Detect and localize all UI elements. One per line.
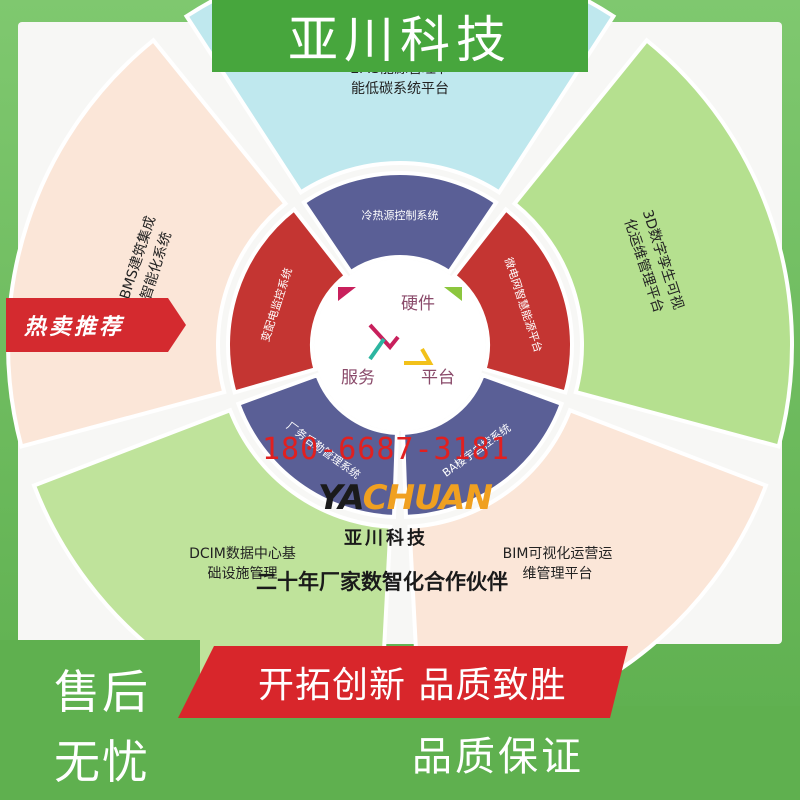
- logo-part-1: YA: [318, 478, 364, 518]
- center-label-top: 硬件: [401, 294, 435, 314]
- hot-sale-badge: 热卖推荐: [6, 298, 186, 352]
- after-sales-line-2: 无忧: [54, 735, 150, 789]
- center-label-right: 平台: [421, 368, 455, 388]
- center-circle: [314, 259, 486, 431]
- corner-mark-tl: [338, 287, 356, 301]
- after-sales-line-1: 售后: [54, 665, 150, 719]
- title-banner: 亚川科技: [212, 0, 588, 72]
- outer-label-3-line-0: DCIM数据中心基: [189, 545, 296, 562]
- quality-bar: 品质保证: [196, 706, 800, 800]
- inner-segment-3: [235, 372, 399, 519]
- inner-label-0: 冷热源控制系统: [362, 208, 439, 222]
- slogan-ribbon: 开拓创新 品质致胜: [178, 646, 628, 718]
- inner-segment-0: [301, 171, 499, 275]
- outer-label-0-line-1: 能低碳系统平台: [351, 81, 449, 97]
- tagline: 二十年厂家数智化合作伙伴: [256, 570, 508, 594]
- cycle-arrow-1: [368, 323, 400, 351]
- logo-part-2: CHUAN: [362, 478, 493, 518]
- after-sales-panel: [0, 640, 200, 800]
- corner-mark-tr: [444, 287, 462, 301]
- brand-logo: YACHUAN: [318, 478, 493, 518]
- cycle-arrow-2: [368, 337, 386, 361]
- inner-segment-1: [451, 206, 574, 395]
- outer-label-2-line-1: 维管理平台: [523, 566, 593, 582]
- outer-label-2-line-0: BIM可视化运营运: [503, 546, 613, 562]
- brand-name: 亚川科技: [344, 528, 428, 549]
- inner-segment-2: [401, 372, 565, 519]
- outer-segment-1: [511, 37, 794, 449]
- cycle-arrow-3: [404, 348, 434, 365]
- inner-segment-4: [226, 206, 349, 395]
- phone-number: 180-6687-3181: [262, 432, 510, 467]
- outer-label-3-line-1: 础设施管理: [207, 566, 277, 582]
- center-label-left: 服务: [341, 368, 375, 388]
